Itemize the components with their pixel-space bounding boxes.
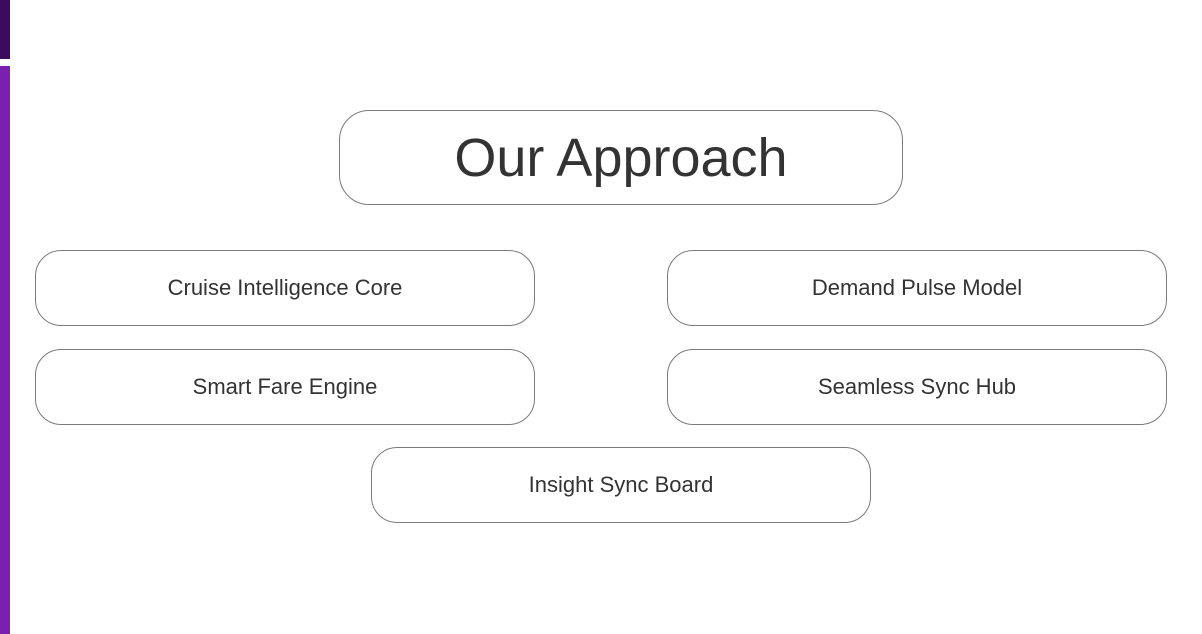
item-label: Cruise Intelligence Core bbox=[167, 275, 403, 300]
item-label: Seamless Sync Hub bbox=[817, 374, 1017, 399]
approach-item-smart-fare-engine: Smart Fare Engine bbox=[35, 349, 535, 425]
accent-bar-top bbox=[0, 0, 10, 59]
item-label: Smart Fare Engine bbox=[192, 374, 378, 399]
accent-bar-side bbox=[0, 66, 10, 634]
item-label: Insight Sync Board bbox=[528, 472, 714, 497]
approach-item-demand-pulse-model: Demand Pulse Model bbox=[667, 250, 1167, 326]
approach-item-cruise-intelligence-core: Cruise Intelligence Core bbox=[35, 250, 535, 326]
approach-item-seamless-sync-hub: Seamless Sync Hub bbox=[667, 349, 1167, 425]
approach-item-insight-sync-board: Insight Sync Board bbox=[371, 447, 871, 523]
item-label: Demand Pulse Model bbox=[811, 275, 1023, 300]
page-title: Our Approach bbox=[454, 127, 788, 188]
title-box: Our Approach bbox=[339, 110, 903, 205]
